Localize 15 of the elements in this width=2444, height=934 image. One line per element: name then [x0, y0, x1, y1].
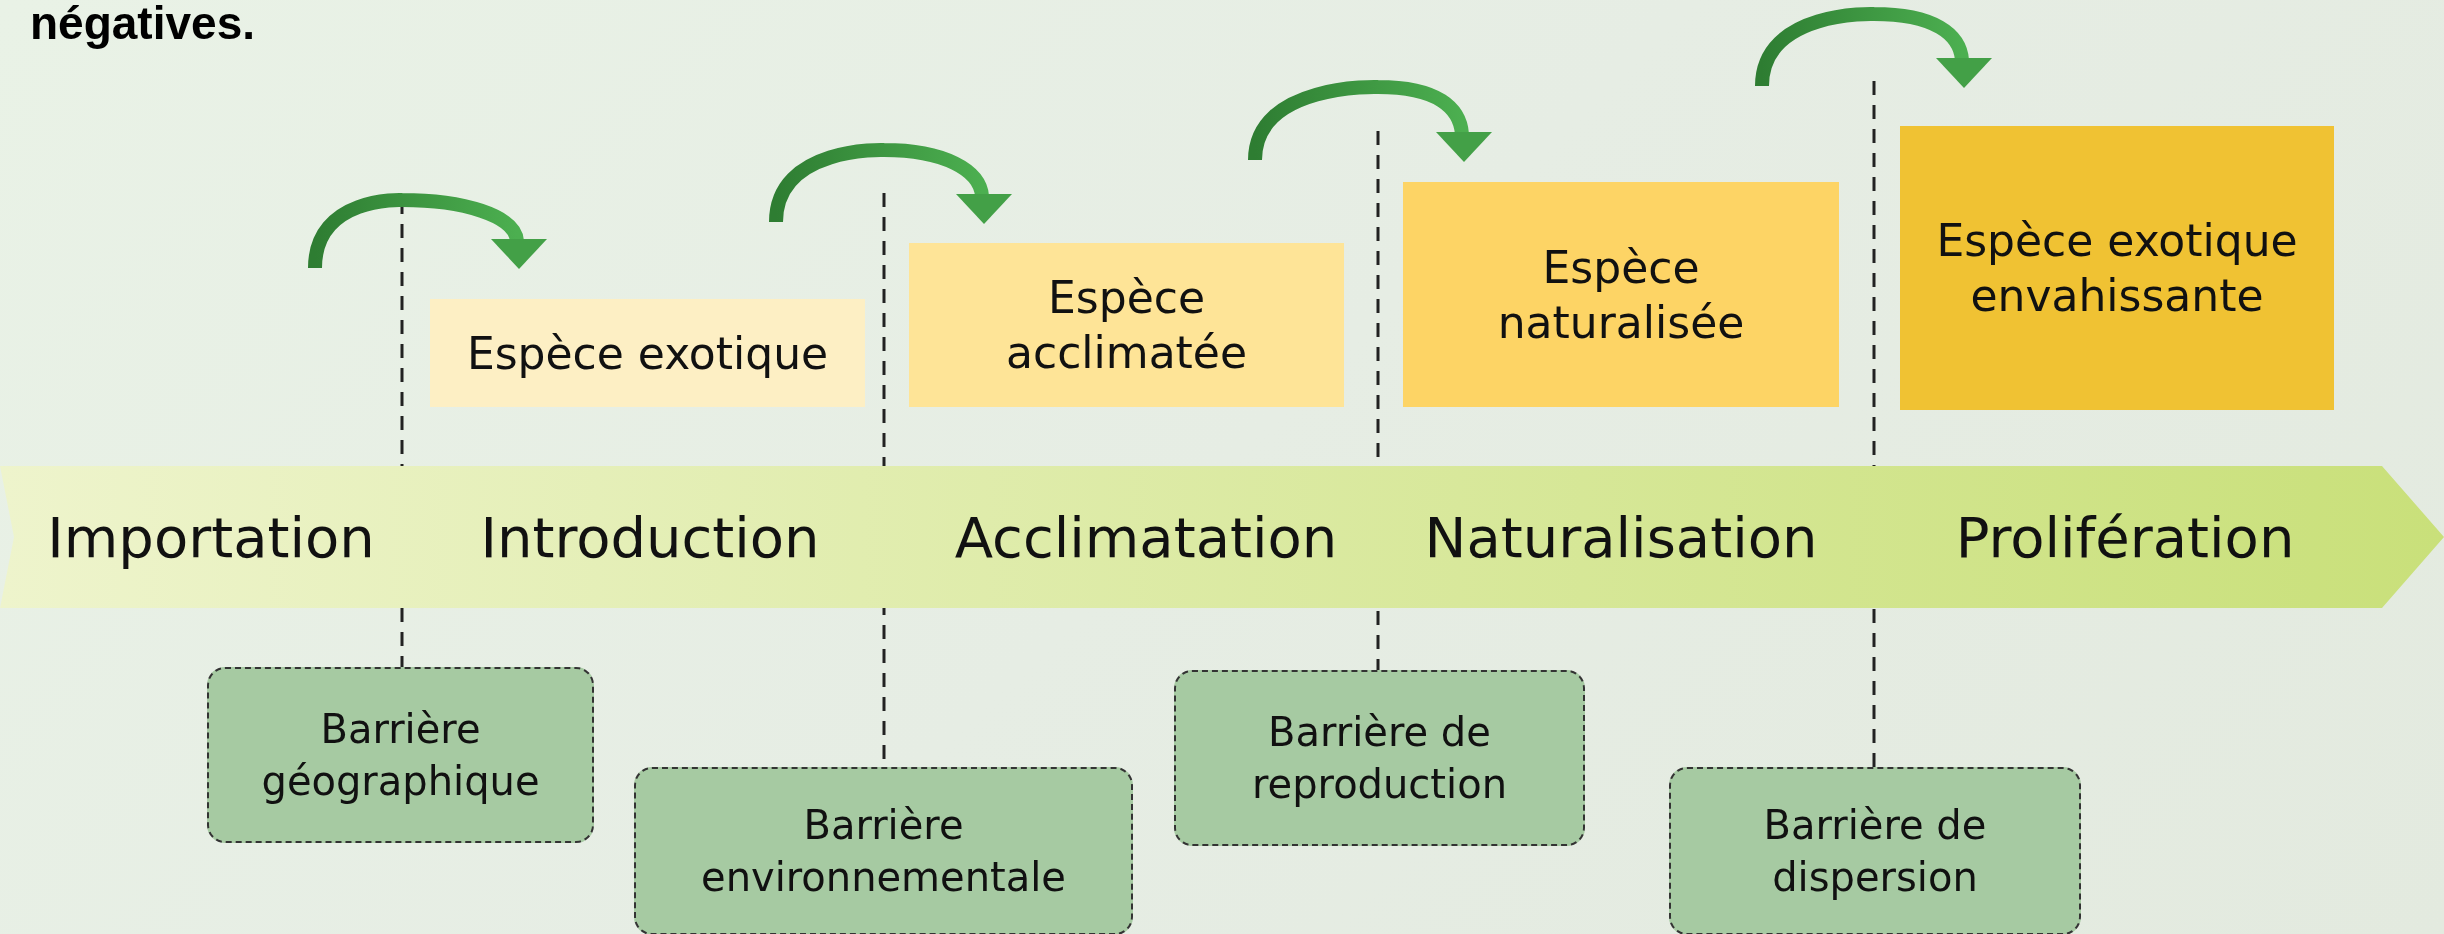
stage-label: Prolifération [1955, 503, 2295, 572]
barrier-box: Barrière de reproduction [1174, 670, 1585, 846]
stage-label: Introduction [480, 503, 820, 572]
status-box: Espèce exotique [430, 299, 865, 407]
barrier-box: Barrière géographique [207, 667, 594, 843]
status-box: Espèce naturalisée [1403, 182, 1839, 407]
barrier-box: Barrière de dispersion [1669, 767, 2081, 934]
stage-label: Naturalisation [1424, 503, 1818, 572]
timeline-arrow-band [0, 466, 2444, 608]
stage-label: Acclimatation [954, 503, 1338, 572]
status-box: Espèce exotique envahissante [1900, 126, 2334, 410]
status-box: Espèce acclimatée [909, 243, 1344, 407]
barrier-box: Barrière environnementale [634, 767, 1133, 934]
heading-fragment: négatives. [30, 0, 255, 49]
stage-label: Importation [47, 503, 375, 572]
